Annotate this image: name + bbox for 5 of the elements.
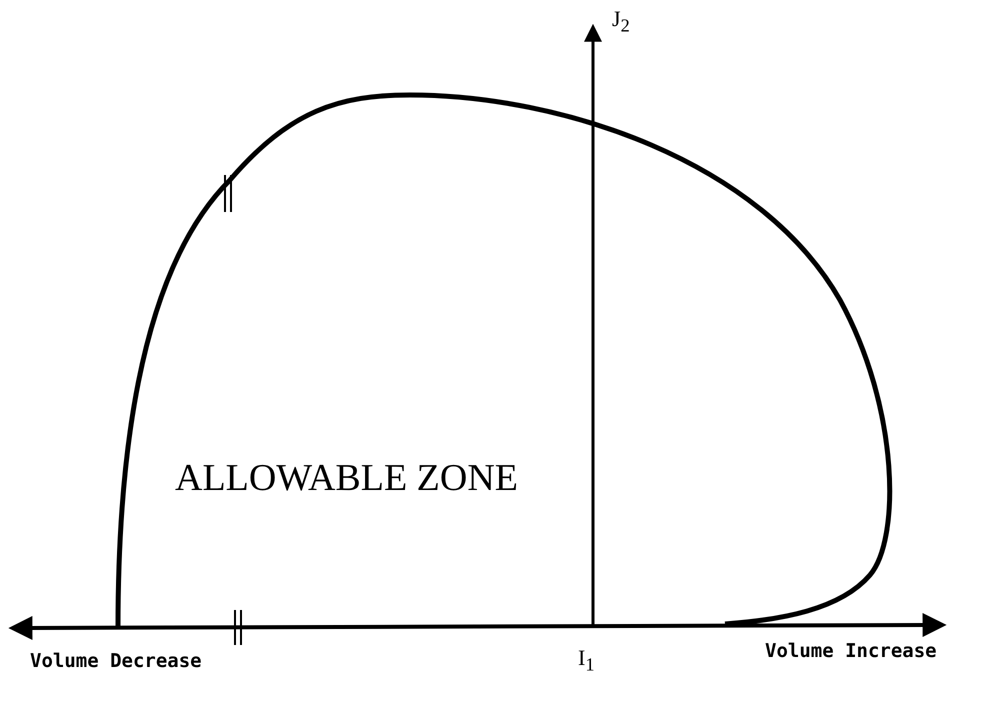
zone-label: ALLOWABLE ZONE bbox=[175, 456, 518, 500]
axis-label: Volume Increase bbox=[765, 640, 937, 662]
axis-label: J$_{2}$ bbox=[612, 6, 630, 36]
axis-label: Volume Decrease bbox=[30, 650, 202, 672]
axis-label: I$_{1}$ bbox=[578, 645, 594, 676]
